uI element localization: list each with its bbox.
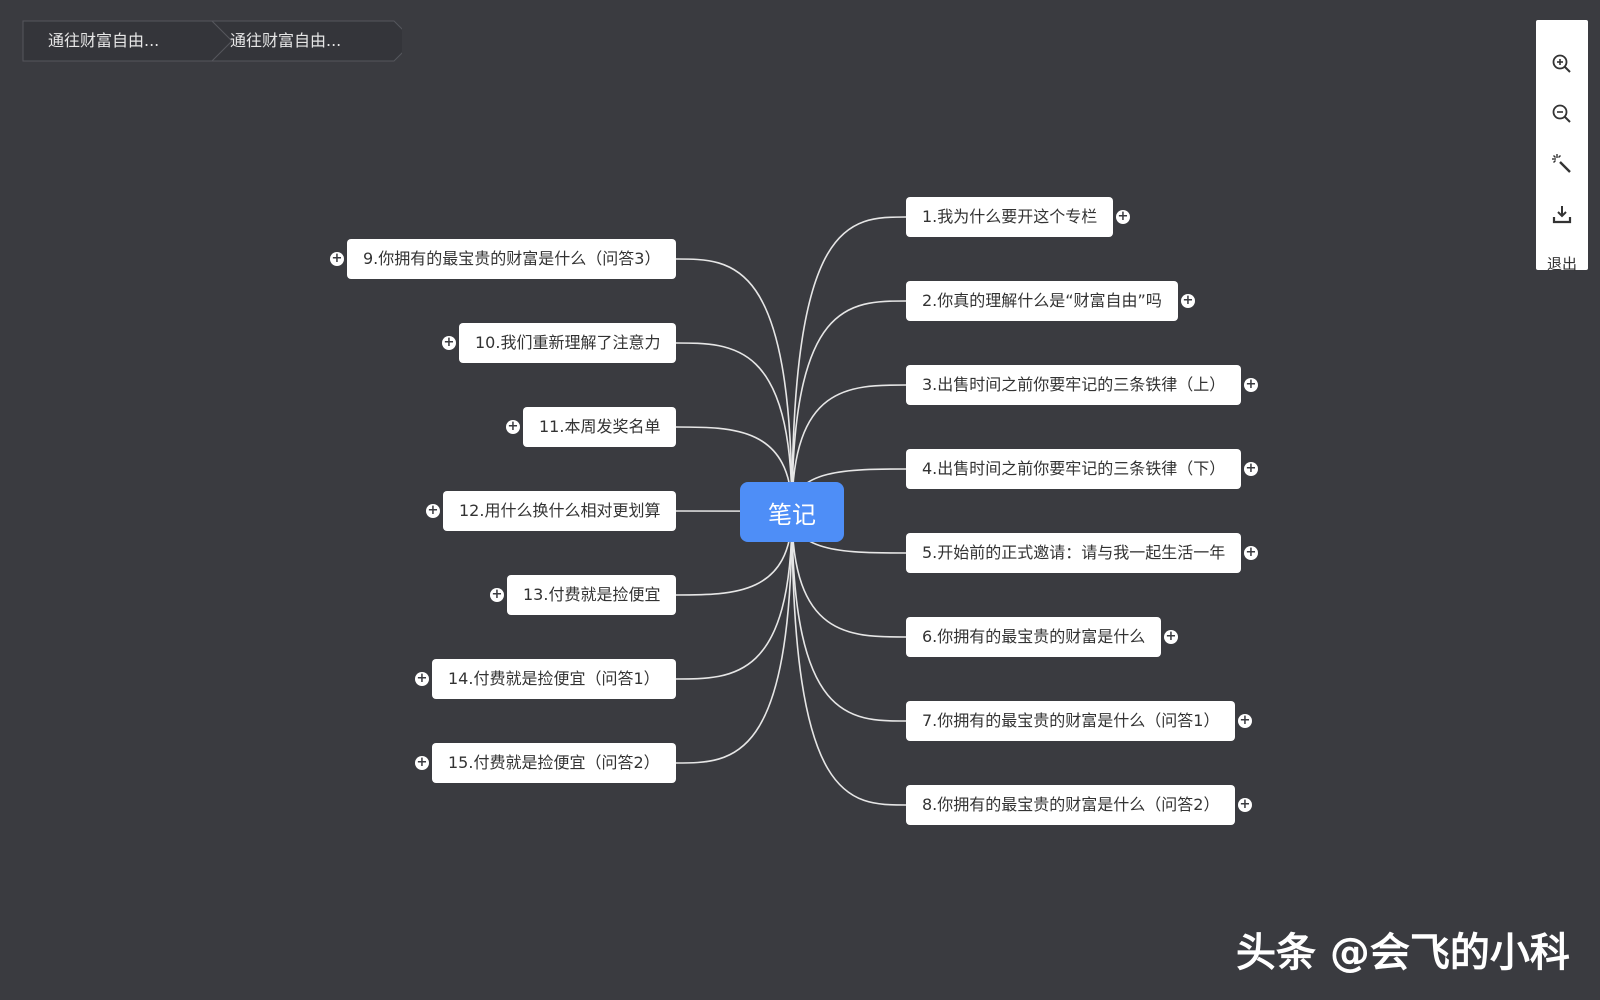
- topic-label: 1.我为什么要开这个专栏: [922, 207, 1098, 226]
- download-icon: [1552, 206, 1572, 224]
- connector-line: [675, 342, 793, 513]
- topic-node-2[interactable]: 2.你真的理解什么是“财富自由”吗: [906, 281, 1178, 321]
- topic-node-15[interactable]: 15.付费就是捡便宜（问答2）: [432, 743, 676, 783]
- expand-button[interactable]: +: [1116, 209, 1130, 224]
- topic-label: 11.本周发奖名单: [539, 417, 661, 436]
- expand-button[interactable]: +: [415, 671, 429, 686]
- connector-line: [675, 511, 793, 680]
- topic-label: 14.付费就是捡便宜（问答1）: [448, 669, 660, 688]
- zoom-out-button[interactable]: [1536, 94, 1588, 134]
- topic-label: 10.我们重新理解了注意力: [475, 333, 661, 352]
- topic-node-6[interactable]: 6.你拥有的最宝贵的财富是什么: [906, 617, 1162, 657]
- expand-button[interactable]: +: [1181, 293, 1195, 308]
- expand-button[interactable]: +: [1244, 461, 1258, 476]
- zoom-in-button[interactable]: [1536, 44, 1588, 84]
- topic-label: 13.付费就是捡便宜: [523, 585, 661, 604]
- connector-line: [675, 511, 793, 764]
- topic-node-1[interactable]: 1.我为什么要开这个专栏: [906, 197, 1114, 237]
- topic-label: 12.用什么换什么相对更划算: [459, 501, 661, 520]
- expand-button[interactable]: +: [1164, 629, 1178, 644]
- connector-line: [791, 216, 907, 513]
- breadcrumb: 通往财富自由... 通往财富自由...: [22, 20, 402, 62]
- zoom-out-icon: [1552, 104, 1571, 123]
- topic-label: 5.开始前的正式邀请：请与我一起生活一年: [922, 543, 1226, 562]
- topic-node-12[interactable]: 12.用什么换什么相对更划算: [443, 491, 677, 531]
- connector-line: [791, 511, 907, 722]
- expand-button[interactable]: +: [1238, 713, 1252, 728]
- expand-button[interactable]: +: [330, 251, 344, 266]
- exit-button[interactable]: 退出: [1536, 244, 1588, 282]
- topic-label: 3.出售时间之前你要牢记的三条铁律（上）: [922, 375, 1226, 394]
- zoom-toolbar: 退出: [1536, 20, 1588, 273]
- topic-node-5[interactable]: 5.开始前的正式邀请：请与我一起生活一年: [906, 533, 1242, 573]
- breadcrumb-item-2[interactable]: 通往财富自由...: [230, 31, 342, 50]
- breadcrumb-shapes: [22, 20, 402, 62]
- center-node[interactable]: 笔记: [740, 482, 844, 542]
- topic-node-8[interactable]: 8.你拥有的最宝贵的财富是什么（问答2）: [906, 785, 1236, 825]
- topic-label: 2.你真的理解什么是“财富自由”吗: [922, 291, 1162, 310]
- breadcrumb-item-1[interactable]: 通往财富自由...: [48, 31, 160, 50]
- zoom-in-icon: [1552, 54, 1571, 73]
- topic-label: 15.付费就是捡便宜（问答2）: [448, 753, 660, 772]
- topic-node-11[interactable]: 11.本周发奖名单: [523, 407, 677, 447]
- expand-button[interactable]: +: [490, 587, 504, 602]
- connector-line: [791, 511, 907, 806]
- connector-line: [791, 384, 907, 513]
- topic-label: 8.你拥有的最宝贵的财富是什么（问答2）: [922, 795, 1220, 814]
- connector-line: [791, 511, 907, 638]
- topic-node-4[interactable]: 4.出售时间之前你要牢记的三条铁律（下）: [906, 449, 1242, 489]
- expand-button[interactable]: +: [1238, 797, 1252, 812]
- magic-wand-button[interactable]: [1536, 144, 1588, 184]
- topic-node-10[interactable]: 10.我们重新理解了注意力: [459, 323, 677, 363]
- expand-button[interactable]: +: [442, 335, 456, 350]
- topic-node-9[interactable]: 9.你拥有的最宝贵的财富是什么（问答3）: [347, 239, 677, 279]
- connector-line: [791, 300, 907, 513]
- topic-node-7[interactable]: 7.你拥有的最宝贵的财富是什么（问答1）: [906, 701, 1236, 741]
- topic-label: 9.你拥有的最宝贵的财富是什么（问答3）: [363, 249, 661, 268]
- topic-label: 6.你拥有的最宝贵的财富是什么: [922, 627, 1146, 646]
- expand-button[interactable]: +: [1244, 545, 1258, 560]
- expand-button[interactable]: +: [415, 755, 429, 770]
- connector-line: [675, 258, 793, 513]
- topic-label: 4.出售时间之前你要牢记的三条铁律（下）: [922, 459, 1226, 478]
- download-button[interactable]: [1536, 194, 1588, 234]
- magic-wand-icon: [1552, 154, 1571, 173]
- watermark: 头条 @会飞的小科: [1236, 930, 1570, 976]
- expand-button[interactable]: +: [1244, 377, 1258, 392]
- topic-node-3[interactable]: 3.出售时间之前你要牢记的三条铁律（上）: [906, 365, 1242, 405]
- expand-button[interactable]: +: [426, 503, 440, 518]
- center-node-label: 笔记: [768, 500, 816, 529]
- topic-node-14[interactable]: 14.付费就是捡便宜（问答1）: [432, 659, 676, 699]
- topic-node-13[interactable]: 13.付费就是捡便宜: [507, 575, 677, 615]
- exit-label: 退出: [1546, 254, 1577, 273]
- topic-label: 7.你拥有的最宝贵的财富是什么（问答1）: [922, 711, 1220, 730]
- expand-button[interactable]: +: [506, 419, 520, 434]
